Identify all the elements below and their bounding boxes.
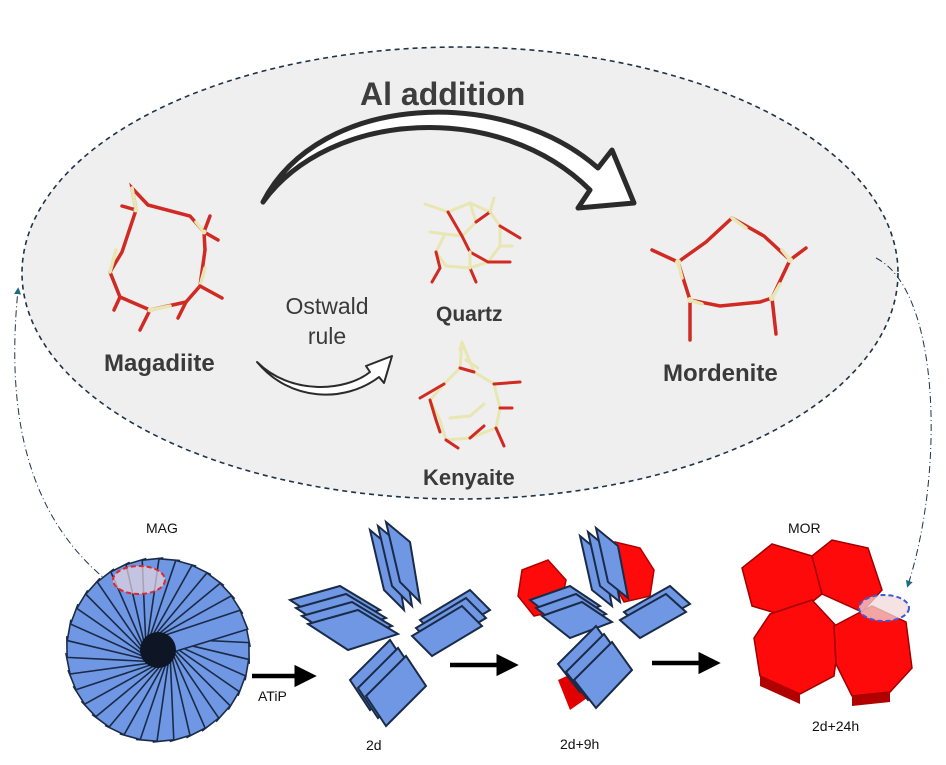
mag-rosette [65, 557, 251, 743]
stage-2d9h-platelets [517, 525, 692, 710]
ostwald-rule-label: Ostwald rule [272, 291, 382, 351]
magadiite-structure [108, 182, 224, 332]
magadiite-label: Magadiite [104, 350, 215, 377]
stage-2d9h-label: 2d+9h [560, 736, 600, 752]
mordenite-label: Mordenite [663, 360, 778, 387]
kenyaite-label: Kenyaite [423, 465, 515, 490]
stage-2d24h-label: 2d+24h [812, 718, 860, 734]
right-connector-arrow [875, 257, 932, 588]
mor-crystals [741, 539, 913, 706]
stage-2d-label: 2d [366, 737, 382, 753]
al-addition-arrow [260, 109, 637, 211]
stage-2d-platelets [287, 519, 492, 728]
mordenite-structure [650, 215, 808, 342]
quartz-label: Quartz [436, 303, 503, 326]
ostwald-line1: Ostwald [285, 293, 369, 319]
process-ellipse [21, 46, 899, 500]
quartz-structure [423, 196, 522, 284]
stage-atip-label: ATiP [258, 688, 287, 704]
ostwald-line2: rule [307, 323, 347, 349]
mor-highlight-circle [858, 594, 910, 622]
stage-mag-label: MAG [146, 520, 178, 536]
kenyaite-structure [418, 340, 522, 450]
ostwald-arrow [256, 355, 393, 396]
left-connector-arrow [14, 287, 111, 584]
al-addition-title: Al addition [360, 76, 526, 112]
mag-highlight-circle [112, 565, 166, 595]
stage-mor-label: MOR [788, 520, 821, 536]
